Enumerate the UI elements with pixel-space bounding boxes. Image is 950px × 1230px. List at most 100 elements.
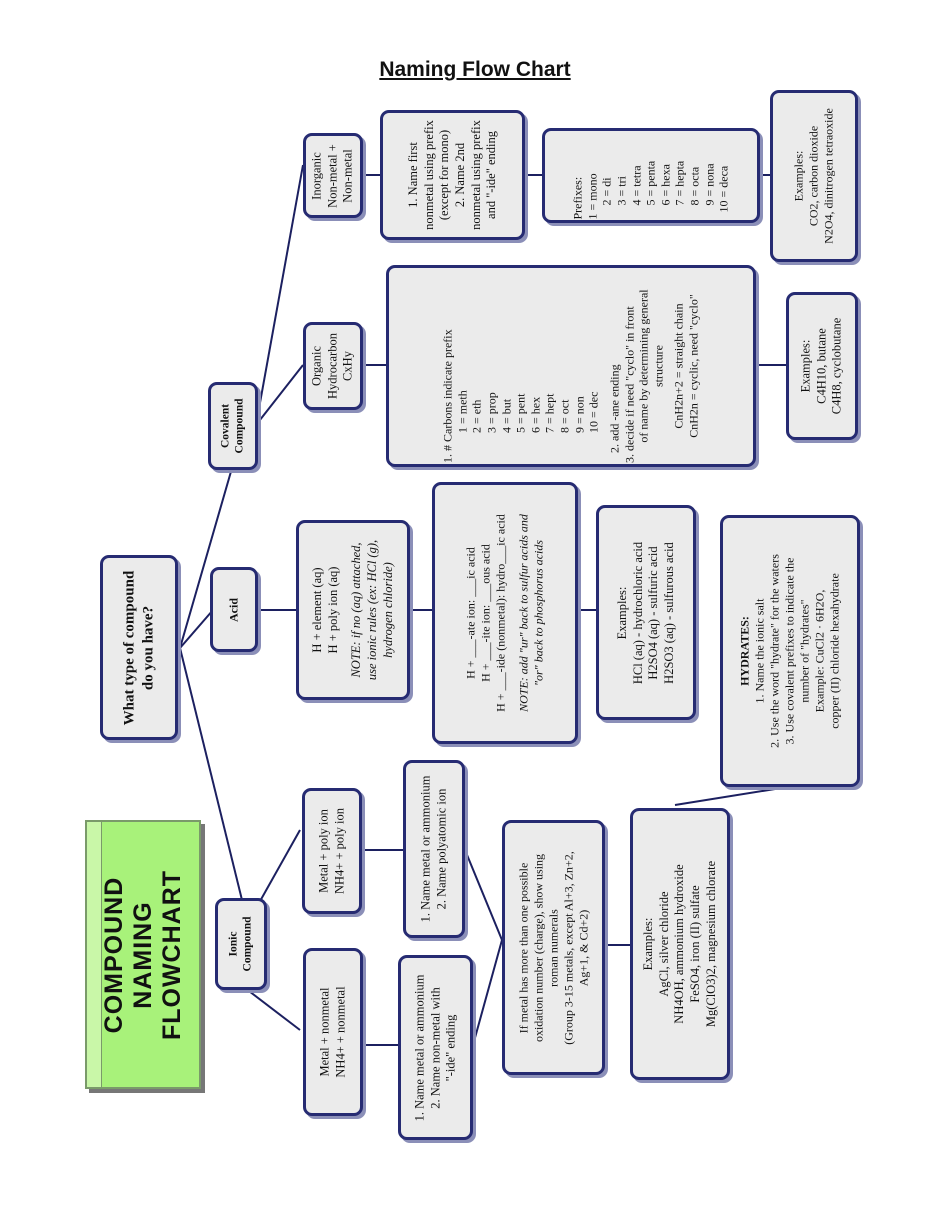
acid-rules-note-line: NOTE: add "ur" back to sulfur acids and [516,514,531,712]
acid-example-line: HCl (aq) - hydrochloric acid [630,541,645,684]
inorganic-example-line: N2O4, dinitrogen tetraoxide [821,108,836,244]
organic-rules-box: 1. # Carbons indicate prefix 1 = meth 2 … [386,265,756,467]
acid-form-line: H + element (aq) [309,567,324,653]
acid-example-line: H2SO3 (aq) - sulfurous acid [661,541,676,684]
prefix-line: 7 = hepta [672,160,687,205]
hydrates-line: copper (II) chloride hexahydrate [827,573,842,729]
ionic-example-line: AgCl, silver chloride [656,891,671,997]
acid-rule-line: H + ___-ate ion: ___ic acid [463,547,478,679]
roman-line: If metal has more than one possible [516,862,530,1033]
organic-line: Hydrocarbon [325,333,340,399]
ionic-title-line: Compound [242,916,254,972]
roman-numeral-box: If metal has more than one possible oxid… [502,820,605,1075]
banner-stripe [87,822,102,1087]
ionic-poly-rule-line: 1. Name metal or ammonium [418,775,433,923]
roman-line: roman numerals [546,908,560,987]
ionic-binary-line: Metal + nonmetal [317,987,332,1077]
prefix-line: 1 = mono [585,172,600,219]
organic-rule-line: 5 = pent [513,393,528,433]
prefix-line: 10 = deca [716,165,731,212]
organic-examples-box: Examples: C4H10, butane C4H8, cyclobutan… [786,292,858,440]
prefix-line: 8 = octa [687,166,702,205]
hydrates-line: Example: CuCl2 · 6H2O, [812,589,827,713]
covalent-title-line: Compound [234,398,246,454]
acid-note-line: hydrogen chloride) [380,562,395,658]
organic-example-line: C4H8, cyclobutane [829,317,844,415]
acid-example-line: Examples: [614,586,629,639]
banner-line: NAMING [128,900,157,1009]
inorganic-example-line: CO2, carbon dioxide [806,125,821,227]
organic-example-line: Examples: [798,339,813,393]
prefix-line: 2 = di [599,176,614,205]
root-line: What type of compound [121,570,138,725]
acid-rule-line: H + ___-ide (nonmetal): hydro___ic acid [493,514,508,712]
inorganic-rule-line: (except for mono) [436,129,451,221]
inorganic-rule-line: 2. Name 2nd [452,142,467,208]
acid-forms-box: H + element (aq) H + poly ion (aq) NOTE:… [296,520,410,700]
ionic-binary-rule-line: 1. Name metal or ammonium [412,974,427,1121]
inorganic-rule-line: 1. Name first [405,142,420,208]
organic-rule-line: 1. # Carbons indicate prefix [440,329,455,463]
flowchart-banner: COMPOUND NAMING FLOWCHART [85,820,201,1089]
organic-line: CxHy [340,351,355,381]
acid-note-line: NOTE: if no (aq) attached, [349,542,364,678]
spacer [509,487,517,739]
prefix-line: 9 = nona [702,162,717,205]
ionic-poly-rule-box: 1. Name metal or ammonium 2. Name polyat… [403,760,465,938]
roman-line: oxidation number (charge), show using [531,853,545,1042]
ionic-example-line: NH4OH, ammonium hydroxide [672,864,687,1024]
inorganic-rule-line: and "-ide" ending [483,131,498,219]
root-line: do you have? [140,605,156,690]
ionic-binary-rule-line: "-ide" ending [443,1014,458,1081]
prefix-line: Prefixes: [570,176,585,219]
roman-line: (Group 3-15 metals, except Al+3, Zn+2, [561,850,575,1045]
hydrates-line: HYDRATES: [737,616,752,686]
ionic-poly-line: Metal + poly ion [316,809,331,893]
ionic-binary-rule-box: 1. Name metal or ammonium 2. Name non-me… [398,955,473,1140]
organic-rule-line: 2. add -ane ending [607,364,622,453]
inorganic-examples-box: Examples: CO2, carbon dioxide N2O4, dini… [770,90,858,262]
acid-rules-box: H + ___-ate ion: ___ic acid H + ___-ite … [432,482,578,744]
organic-rule-line: structure [651,345,666,387]
prefix-line: 4 = tetra [629,164,644,205]
root-question-box: What type of compound do you have? [100,555,178,740]
covalent-compound-box: Covalent Compound [208,382,258,470]
ionic-binary-line: NH4+ + nonmetal [333,986,347,1078]
ionic-example-line: Mg(ClO3)2, magnesium chlorate [703,860,718,1028]
acid-note-line: use ionic rules (ex: HCl (g), [364,539,379,681]
acid-box: Acid [210,567,258,652]
inorganic-box: Inorganic Non-metal + Non-metal [303,133,363,218]
ionic-binary-box: Metal + nonmetal NH4+ + nonmetal [303,948,363,1116]
inorganic-rules-box: 1. Name first nonmetal using prefix (exc… [380,110,525,240]
inorganic-example-line: Examples: [791,150,806,202]
inorganic-line: Inorganic [309,151,324,200]
organic-rule-line: 4 = but [499,398,514,433]
acid-form-line: H + poly ion (aq) [325,566,340,654]
inorganic-rule-line: nonmetal using prefix [421,120,436,230]
ionic-compound-box: Ionic Compound [215,898,267,990]
hydrates-line: 2. Use the word "hydrate" for the waters [767,554,782,748]
organic-rule-line: 6 = hex [528,396,543,433]
ionic-poly-box: Metal + poly ion NH4+ + poly ion [302,788,362,914]
roman-line: Ag+1, & Cd+2) [576,909,590,986]
organic-box: Organic Hydrocarbon CxHy [303,322,363,410]
organic-rule-line: 1 = meth [455,390,470,433]
ionic-poly-line: NH4+ + poly ion [332,808,346,894]
prefix-line: 6 = hexa [658,163,673,205]
organic-rule-line: 3 = prop [484,392,499,433]
hydrates-line: number of "hydrates" [797,599,812,703]
inorganic-line: Non-metal + [325,143,340,208]
ionic-example-line: FeSO4, iron (II) sulfate [687,885,702,1003]
organic-rule-line: 7 = hept [543,393,558,433]
hydrates-box: HYDRATES: 1. Name the ionic salt 2. Use … [720,515,860,787]
ionic-binary-rule-line: 2. Name non-metal with [427,986,442,1109]
organic-rule-line: 3. decide if need "cyclo" in front [622,306,637,463]
organic-rule-line: 9 = non [572,396,587,433]
ionic-title-line: Ionic [227,931,240,957]
organic-line: Organic [309,345,324,387]
organic-rule-line: 8 = oct [557,399,572,433]
acid-rules-note-line: "or" back to phosphorus acids [531,539,546,687]
organic-example-line: C4H10, butane [814,328,829,404]
acid-examples-box: Examples: HCl (aq) - hydrochloric acid H… [596,505,696,720]
